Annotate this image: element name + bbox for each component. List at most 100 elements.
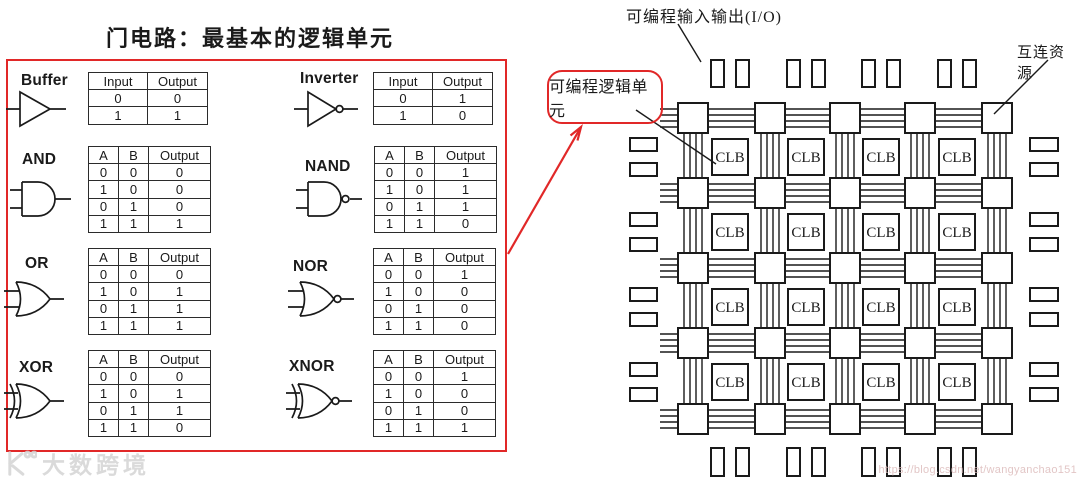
io-pad-left: [629, 137, 658, 152]
clb-block: [711, 138, 749, 176]
clb-block: [938, 288, 976, 326]
clb-block-label: CLB: [791, 225, 820, 241]
switch-box: [904, 102, 936, 134]
logic-cell-callout: 可编程逻辑单元: [547, 70, 663, 124]
clb-block: [862, 288, 900, 326]
io-pad-bottom: [886, 447, 901, 477]
clb-block-label: CLB: [866, 300, 895, 316]
io-pad-right: [1029, 137, 1059, 152]
switch-box: [754, 102, 786, 134]
truth-table-cell: 0: [148, 418, 211, 437]
switch-box: [981, 102, 1013, 134]
clb-block: [862, 138, 900, 176]
truth-table-header: Output: [148, 349, 211, 369]
truth-table-cell: 1: [118, 316, 149, 335]
io-pad-right: [1029, 312, 1059, 327]
clb-block-label: CLB: [866, 375, 895, 391]
switch-box: [981, 252, 1013, 284]
clb-block: [862, 213, 900, 251]
io-pad-top: [735, 59, 750, 88]
clb-block: [787, 288, 825, 326]
io-pad-left: [629, 287, 658, 302]
watermark-logo: 大数跨境: [5, 446, 150, 480]
truth-table-cell: 1: [148, 316, 211, 335]
clb-block: [787, 363, 825, 401]
truth-table-cell: 0: [432, 106, 493, 125]
io-pad-left: [629, 162, 658, 177]
switch-box: [829, 252, 861, 284]
gate-label-and: AND: [22, 151, 57, 168]
io-pad-right: [1029, 162, 1059, 177]
clb-block-label: CLB: [942, 300, 971, 316]
io-pad-bottom: [861, 447, 876, 477]
io-pad-top: [811, 59, 826, 88]
switch-box: [904, 403, 936, 435]
switch-box: [677, 327, 709, 359]
clb-block-label: CLB: [942, 375, 971, 391]
truth-table-cell: 1: [148, 214, 211, 233]
clb-block-label: CLB: [866, 150, 895, 166]
clb-block-label: CLB: [715, 150, 744, 166]
clb-block-label: CLB: [791, 375, 820, 391]
truth-table-header: Output: [433, 247, 496, 267]
gate-label-xnor: XNOR: [289, 358, 335, 375]
io-pad-bottom: [735, 447, 750, 477]
io-pad-left: [629, 312, 658, 327]
switch-box: [981, 327, 1013, 359]
red-arrow: [507, 124, 583, 255]
interconnect-pointer-line: [993, 59, 1049, 115]
watermark-logo-icon: [8, 450, 37, 476]
watermark-logo-text: 大数跨境: [42, 452, 150, 478]
io-pad-right: [1029, 362, 1059, 377]
clb-block-label: CLB: [791, 300, 820, 316]
io-pad-right: [1029, 287, 1059, 302]
io-pad-top: [710, 59, 725, 88]
truth-table-header: Output: [434, 145, 497, 165]
switch-box: [754, 403, 786, 435]
truth-table-header: Input: [373, 71, 433, 91]
clb-block-label: CLB: [942, 225, 971, 241]
switch-box: [904, 177, 936, 209]
clb-block: [938, 363, 976, 401]
io-pad-right: [1029, 387, 1059, 402]
nand-gate-icon: [294, 176, 372, 222]
io-pad-bottom: [962, 447, 977, 477]
nor-gate-icon: [288, 276, 366, 322]
clb-block: [711, 288, 749, 326]
io-pad-top: [861, 59, 876, 88]
io-pad-right: [1029, 212, 1059, 227]
switch-box: [677, 177, 709, 209]
switch-box: [981, 177, 1013, 209]
gates-panel-border: [6, 59, 507, 452]
io-pad-left: [629, 212, 658, 227]
io-pad-left: [629, 237, 658, 252]
truth-table-cell: 1: [403, 316, 434, 335]
io-label: 可编程输入输出(I/O): [626, 9, 782, 26]
clb-block-label: CLB: [715, 300, 744, 316]
truth-table-header: Output: [148, 145, 211, 165]
and-gate-icon: [8, 176, 86, 222]
clb-block: [938, 138, 976, 176]
gate-label-nor: NOR: [293, 258, 329, 275]
gate-label-or: OR: [25, 255, 49, 272]
switch-box: [904, 327, 936, 359]
clb-block-label: CLB: [715, 375, 744, 391]
truth-table-cell: 1: [404, 214, 435, 233]
switch-box: [754, 327, 786, 359]
logic-cell-callout-text: 可编程逻辑单元: [549, 79, 649, 120]
clb-block: [862, 363, 900, 401]
